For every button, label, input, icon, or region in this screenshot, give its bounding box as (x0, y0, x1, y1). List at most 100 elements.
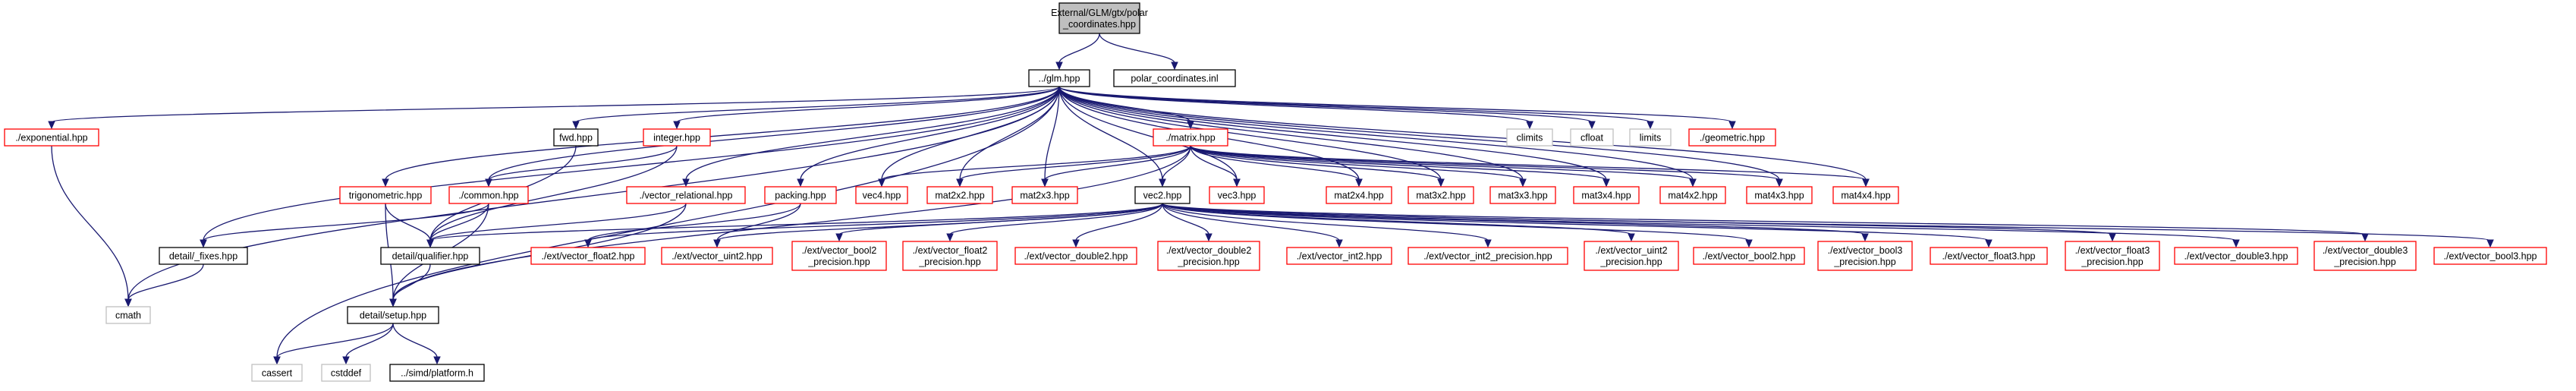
node-label: _precision.hpp (2333, 257, 2395, 267)
node-box (4, 128, 99, 147)
node-box (1584, 241, 1679, 271)
node-vector_uint2_precision[interactable]: ./ext/vector_uint2_precision.hpp (1584, 241, 1679, 271)
node-cstddef[interactable]: cstddef (321, 364, 371, 382)
node-label: cfloat (1581, 133, 1603, 143)
node-geometric[interactable]: ./geometric.hpp (1688, 128, 1776, 147)
node-box (1489, 186, 1556, 204)
node-box (1688, 128, 1776, 147)
edge-matrix-to-vec2 (1159, 145, 1191, 188)
node-box (764, 186, 837, 204)
node-box (105, 306, 151, 324)
node-mat3x3[interactable]: mat3x3.hpp (1489, 186, 1556, 204)
node-cassert[interactable]: cassert (251, 364, 303, 382)
node-glm[interactable]: ../glm.hpp (1028, 69, 1090, 87)
node-label: detail/_fixes.hpp (169, 251, 237, 262)
node-label: ./ext/vector_float3.hpp (1942, 251, 2036, 262)
node-vector_bool2_precision[interactable]: ./ext/vector_bool2_precision.hpp (791, 241, 887, 271)
node-polar_inl[interactable]: polar_coordinates.inl (1113, 69, 1236, 87)
node-mat4x4[interactable]: mat4x4.hpp (1832, 186, 1899, 204)
node-vector_double2_precision[interactable]: ./ext/vector_double2_precision.hpp (1157, 241, 1260, 271)
node-label: _precision.hpp (1177, 257, 1239, 267)
node-vector_bool3_precision[interactable]: ./ext/vector_bool3_precision.hpp (1817, 241, 1913, 271)
node-vector_bool2[interactable]: ./ext/vector_bool2.hpp (1693, 247, 1805, 265)
node-platform[interactable]: ../simd/platform.h (389, 364, 485, 382)
edge-vec2-to-vector_double3_precision (1162, 203, 2369, 242)
node-label: cstddef (331, 368, 362, 379)
node-label: vec3.hpp (1218, 191, 1257, 201)
node-vector_double3_precision[interactable]: ./ext/vector_double3_precision.hpp (2313, 241, 2417, 271)
node-packing[interactable]: packing.hpp (764, 186, 837, 204)
edge-vec2-to-vector_double2 (1072, 203, 1163, 248)
node-vector_float2_precision[interactable]: ./ext/vector_float2_precision.hpp (902, 241, 998, 271)
node-vec2[interactable]: vec2.hpp (1134, 186, 1190, 204)
edge-vec2-to-vector_float3_precision (1162, 203, 2116, 242)
edge-matrix-to-mat4x2 (1190, 145, 1697, 188)
node-label: ./ext/vector_bool3 (1828, 245, 1903, 256)
dependency-edges (48, 33, 2494, 365)
node-matrix[interactable]: ./matrix.hpp (1153, 128, 1228, 147)
node-box (1746, 186, 1813, 204)
node-label: ./ext/vector_double2.hpp (1024, 251, 1128, 262)
node-label: mat3x2.hpp (1416, 191, 1465, 201)
node-mat2x4[interactable]: mat2x4.hpp (1326, 186, 1392, 204)
node-box (1506, 128, 1553, 147)
node-box (1157, 241, 1260, 271)
node-box (791, 241, 887, 271)
edge-vec2-to-qualifier (426, 203, 1163, 248)
edge-vec2-to-vector_float2 (584, 203, 1163, 248)
node-vec4[interactable]: vec4.hpp (855, 186, 908, 204)
node-label: mat3x3.hpp (1498, 191, 1547, 201)
node-label: ../simd/platform.h (401, 368, 473, 379)
node-cfloat[interactable]: cfloat (1570, 128, 1614, 147)
node-vector_float2[interactable]: ./ext/vector_float2.hpp (530, 247, 646, 265)
node-cmath[interactable]: cmath (105, 306, 151, 324)
node-common[interactable]: ./common.hpp (448, 186, 529, 204)
edge-vec2-to-vector_bool3 (1162, 203, 2494, 248)
edge-setup-to-cassert (273, 323, 394, 365)
node-qualifier[interactable]: detail/qualifier.hpp (380, 247, 480, 265)
node-box (926, 186, 993, 204)
node-box (1570, 128, 1614, 147)
node-box (2433, 247, 2547, 265)
node-vector_double3[interactable]: ./ext/vector_double3.hpp (2174, 247, 2298, 265)
node-root[interactable]: External/GLM/gtx/polar_coordinates.hpp (1051, 2, 1148, 34)
edge-fixes-to-cmath (124, 263, 204, 307)
node-setup[interactable]: detail/setup.hpp (347, 306, 439, 324)
node-vec3[interactable]: vec3.hpp (1209, 186, 1265, 204)
node-vector_float3_precision[interactable]: ./ext/vector_float3_precision.hpp (2065, 241, 2160, 271)
node-mat3x2[interactable]: mat3x2.hpp (1408, 186, 1474, 204)
node-label: mat4x2.hpp (1668, 191, 1717, 201)
node-box (643, 128, 711, 147)
node-vector_int2[interactable]: ./ext/vector_int2.hpp (1286, 247, 1392, 265)
node-label: _precision.hpp (1833, 257, 1895, 267)
node-fwd[interactable]: fwd.hpp (553, 128, 599, 147)
node-vector_relational[interactable]: ./vector_relational.hpp (626, 186, 746, 204)
node-exponential[interactable]: ./exponential.hpp (4, 128, 99, 147)
node-box (1573, 186, 1640, 204)
node-box (1408, 186, 1474, 204)
node-vector_float3[interactable]: ./ext/vector_float3.hpp (1930, 247, 2048, 265)
node-limits[interactable]: limits (1629, 128, 1672, 147)
node-mat2x3[interactable]: mat2x3.hpp (1011, 186, 1078, 204)
edge-matrix-to-mat2x4 (1190, 145, 1363, 188)
node-climits[interactable]: climits (1506, 128, 1553, 147)
edge-matrix-to-mat3x4 (1190, 145, 1610, 188)
node-label: detail/qualifier.hpp (392, 251, 469, 262)
node-vector_int2_precision[interactable]: ./ext/vector_int2_precision.hpp (1408, 247, 1568, 265)
node-integer[interactable]: integer.hpp (643, 128, 711, 147)
node-label: ./geometric.hpp (1700, 133, 1765, 143)
node-box (1659, 186, 1726, 204)
edge-matrix-to-mat3x2 (1190, 145, 1445, 188)
node-vector_double2[interactable]: ./ext/vector_double2.hpp (1014, 247, 1137, 265)
node-mat4x2[interactable]: mat4x2.hpp (1659, 186, 1726, 204)
node-fixes[interactable]: detail/_fixes.hpp (159, 247, 248, 265)
node-label: ./common.hpp (458, 191, 518, 201)
node-vector_bool3[interactable]: ./ext/vector_bool3.hpp (2433, 247, 2547, 265)
node-trigonometric[interactable]: trigonometric.hpp (339, 186, 432, 204)
node-vector_uint2[interactable]: ./ext/vector_uint2.hpp (661, 247, 773, 265)
node-mat3x4[interactable]: mat3x4.hpp (1573, 186, 1640, 204)
node-mat2x2[interactable]: mat2x2.hpp (926, 186, 993, 204)
edge-common-to-fixes (200, 203, 489, 248)
node-box (1408, 247, 1568, 265)
node-mat4x3[interactable]: mat4x3.hpp (1746, 186, 1813, 204)
